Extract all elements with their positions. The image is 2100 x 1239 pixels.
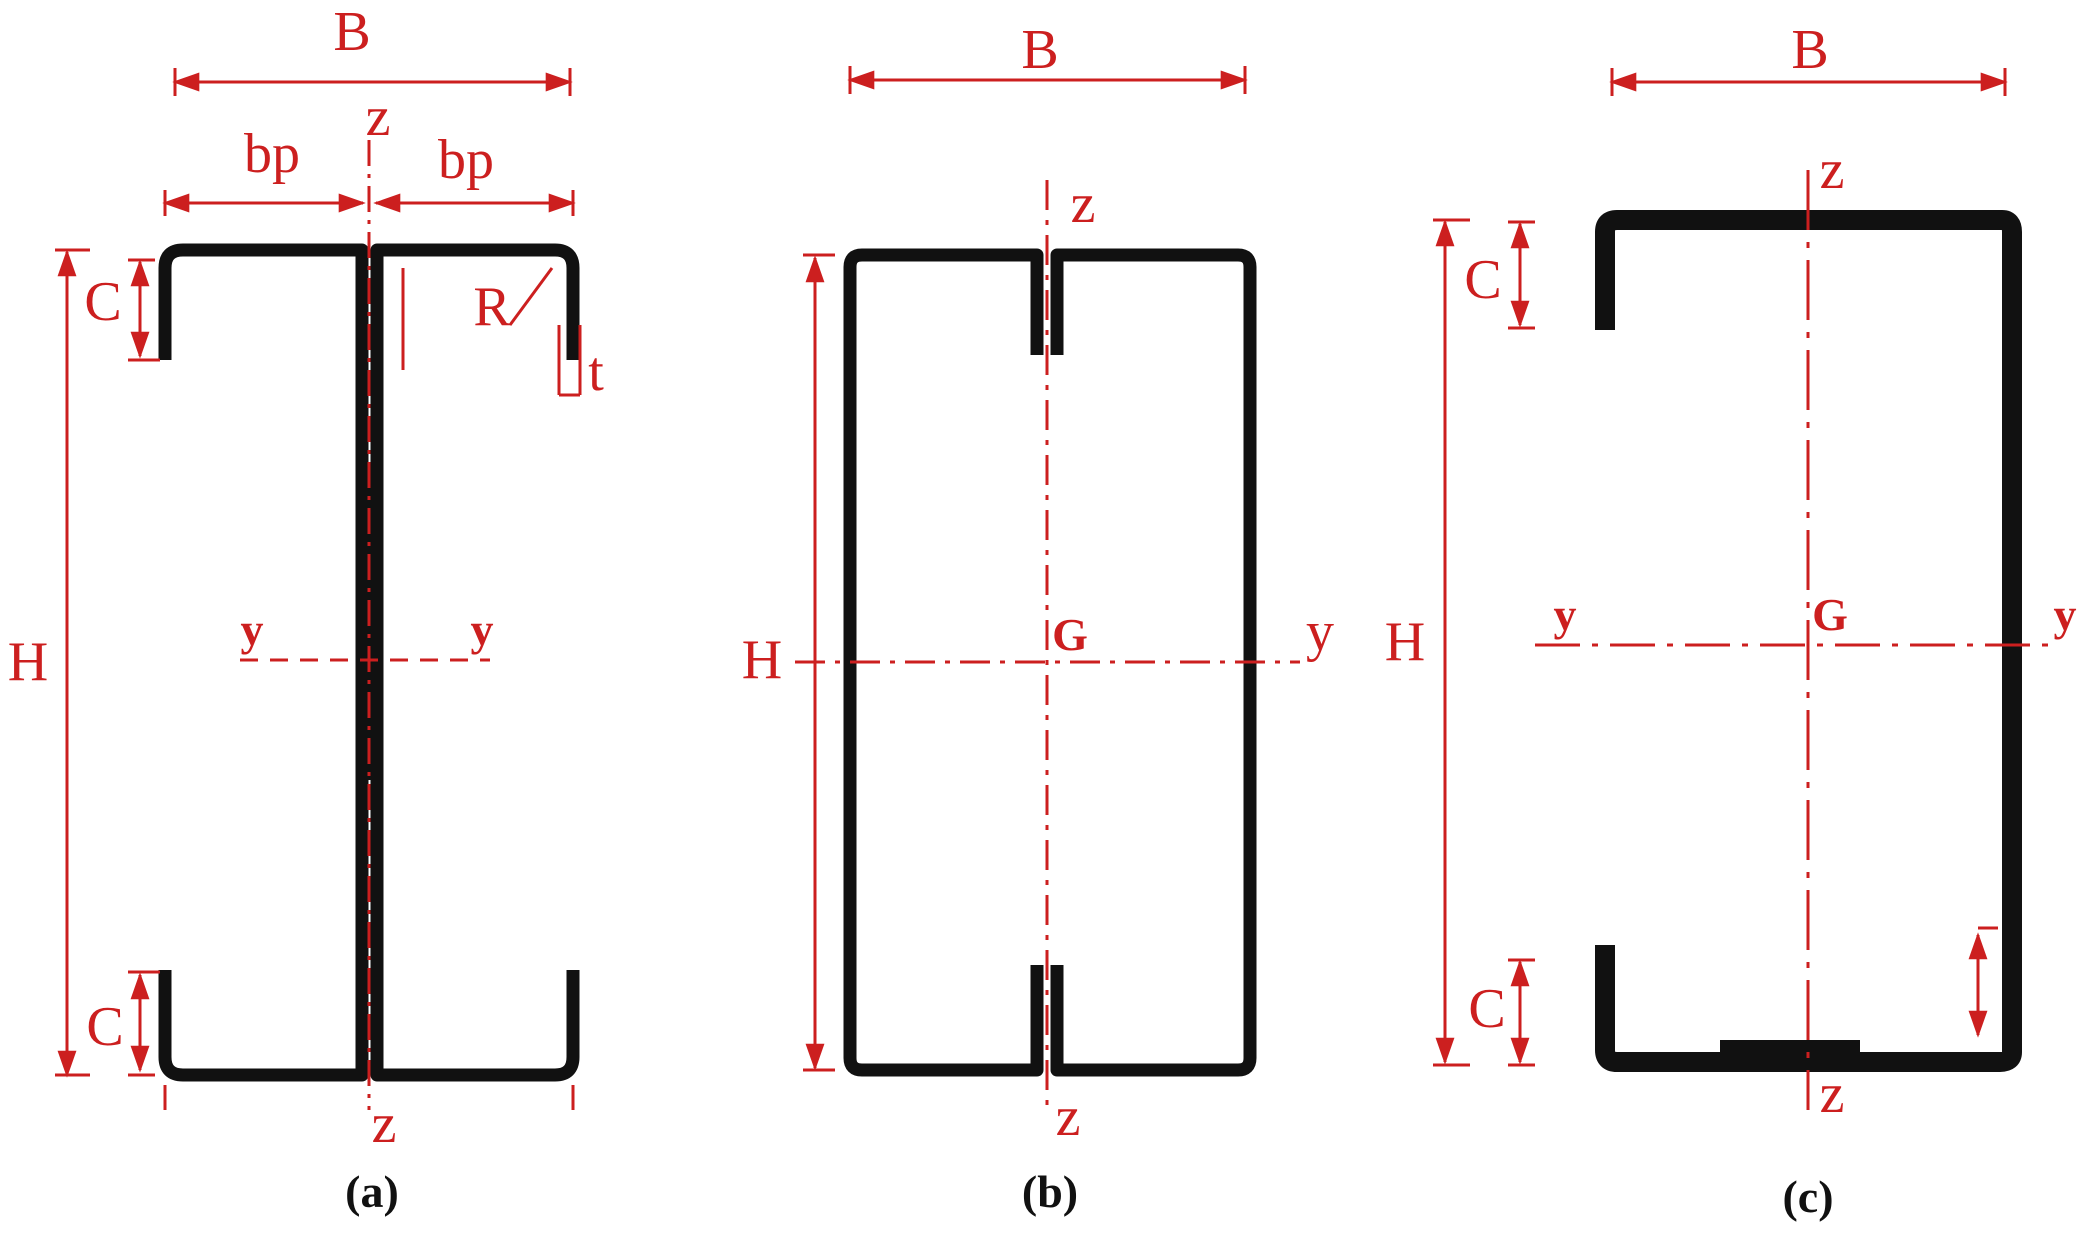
section-b-annotations xyxy=(795,66,1300,1110)
section-c-annotations xyxy=(1433,68,2055,1110)
left-channel xyxy=(158,243,369,1082)
label-C-bottom: C xyxy=(1468,978,1505,1040)
label-y-left: y xyxy=(1554,589,1577,640)
radius-leader xyxy=(508,267,554,326)
label-R: R xyxy=(473,276,511,338)
section-c-profile xyxy=(1595,210,2022,1072)
label-H: H xyxy=(742,629,782,691)
label-y: y xyxy=(1306,601,1334,663)
section-c-labels: B z C H y G y C z xyxy=(1385,19,2077,1125)
label-z-top: z xyxy=(366,86,391,148)
right-channel xyxy=(370,243,580,1082)
label-H: H xyxy=(1385,611,1425,673)
section-a-annotations xyxy=(55,68,582,1110)
label-C-bottom: C xyxy=(86,996,123,1058)
label-B: B xyxy=(1021,19,1058,81)
label-t: t xyxy=(588,341,604,403)
label-B: B xyxy=(1791,19,1828,81)
label-y-right: y xyxy=(2054,589,2077,640)
panel-b: B z H G y z (b) xyxy=(742,19,1334,1217)
label-z-bottom: z xyxy=(372,1093,397,1155)
closed-box-section xyxy=(1595,210,2022,1072)
panel-a: B z bp bp C R t H y y C z (a) xyxy=(8,1,604,1217)
label-y-left: y xyxy=(241,604,264,655)
bottom-flange-thickening xyxy=(1720,1040,1860,1064)
label-bp-left: bp xyxy=(244,123,300,185)
label-C-top: C xyxy=(1464,249,1501,311)
label-H: H xyxy=(8,631,48,693)
label-G: G xyxy=(1812,589,1848,640)
label-z-bottom: z xyxy=(1820,1063,1845,1125)
label-B: B xyxy=(333,1,370,63)
section-b-labels: B z H G y z xyxy=(742,19,1334,1148)
label-bp-right: bp xyxy=(438,129,494,191)
label-C-top: C xyxy=(84,271,121,333)
caption-a: (a) xyxy=(345,1166,399,1217)
web-thickening xyxy=(360,480,378,780)
caption-c: (c) xyxy=(1782,1171,1833,1222)
label-z-top: z xyxy=(1820,139,1845,201)
caption-b: (b) xyxy=(1022,1166,1078,1217)
section-a-labels: B z bp bp C R t H y y C z xyxy=(8,1,604,1155)
label-z-top: z xyxy=(1071,173,1096,235)
label-y-right: y xyxy=(471,604,494,655)
panel-c: B z C H y G y C z (c) xyxy=(1385,19,2077,1222)
label-G: G xyxy=(1052,609,1088,660)
label-z-bottom: z xyxy=(1056,1086,1081,1148)
